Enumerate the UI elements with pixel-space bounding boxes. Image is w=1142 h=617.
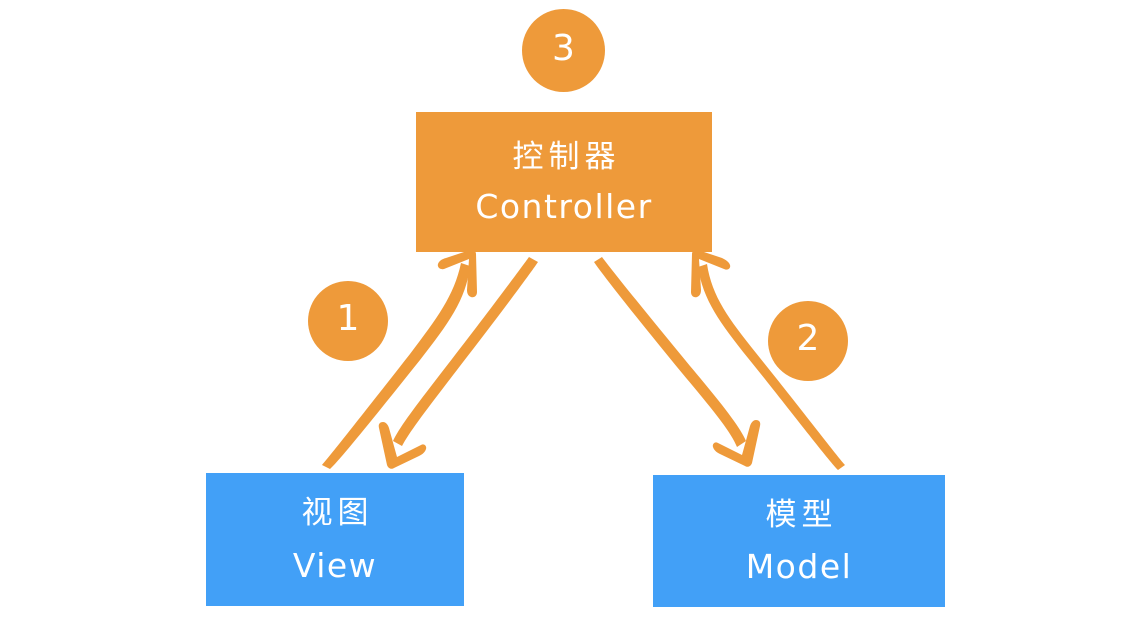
- step-badge-2: 2: [768, 301, 848, 381]
- step-badge-1: 1: [308, 281, 388, 361]
- view-label-en: View: [292, 545, 378, 585]
- controller-label-en: Controller: [475, 187, 653, 227]
- step-badge-2-label: 2: [796, 318, 820, 359]
- node-view[interactable]: 视图 View: [206, 473, 464, 606]
- arrow-controller-to-view: [378, 257, 538, 469]
- controller-label-cn: 控制器: [512, 138, 621, 175]
- model-label-en: Model: [745, 547, 853, 587]
- model-label-cn: 模型: [765, 496, 838, 533]
- node-controller[interactable]: 控制器 Controller: [416, 112, 712, 252]
- step-badge-1-label: 1: [336, 298, 360, 339]
- step-badge-3: 3: [522, 9, 605, 92]
- arrow-controller-to-model: [594, 257, 761, 467]
- step-badge-3-label: 3: [552, 27, 575, 69]
- node-model[interactable]: 模型 Model: [653, 475, 945, 607]
- view-label-cn: 视图: [301, 495, 374, 532]
